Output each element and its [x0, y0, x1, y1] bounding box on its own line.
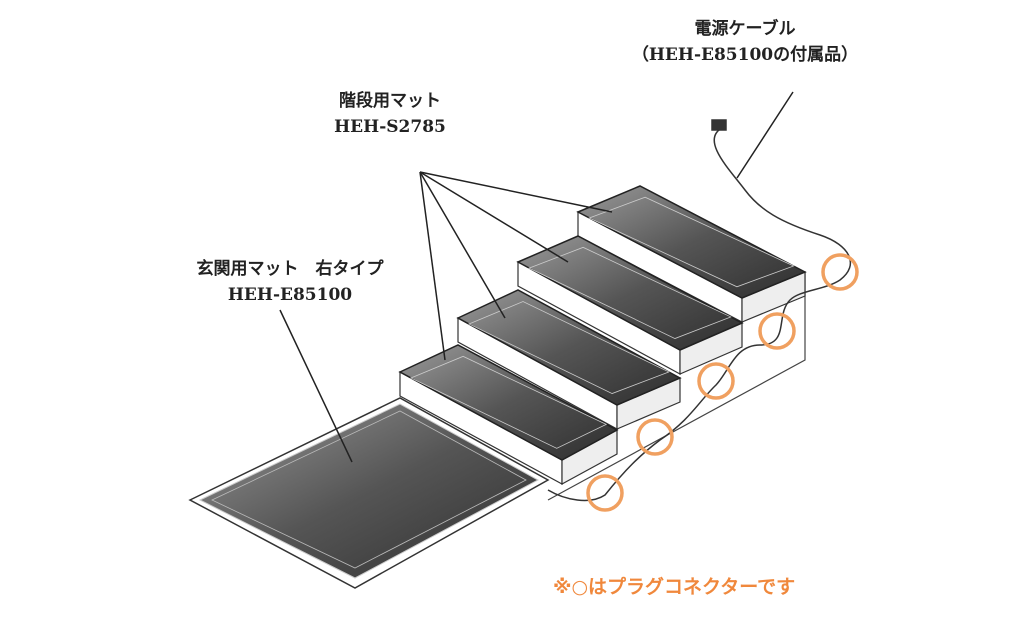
stair-mat [398, 344, 619, 461]
cable-label-title: 電源ケーブル [694, 19, 796, 39]
leader-lines [279, 91, 794, 463]
stair-step [576, 185, 807, 323]
staircase-outline [547, 272, 806, 501]
mat-inner-border [528, 246, 732, 339]
stair-step [398, 344, 619, 486]
stair-mat-model: HEH-S2785 [334, 117, 446, 137]
stair-mat [516, 235, 744, 351]
stair-step [516, 235, 744, 376]
entrance-mat-model: HEH-E85100 [227, 285, 353, 305]
cable-label: 電源ケーブル （HEH-E85100の付属品） [630, 16, 860, 68]
stair-mat-label: 階段用マット HEH-S2785 [310, 88, 470, 140]
plug-connector-ring [697, 362, 735, 400]
plug-connector-ring [586, 474, 624, 512]
plug-connector-ring [821, 253, 859, 291]
mat-inner-border [588, 196, 795, 288]
stair-mat [576, 185, 807, 299]
stair-mat-title: 階段用マット [339, 91, 441, 111]
entrance-mat-title: 玄関用マット 右タイプ [196, 259, 384, 279]
mat-inner-border [409, 355, 608, 449]
mat-inner-border [468, 301, 670, 394]
stair-mat [456, 289, 682, 406]
entrance-mat-label: 玄関用マット 右タイプ HEH-E85100 [165, 256, 415, 308]
plug-icon [711, 119, 727, 131]
cable-label-subtitle: （HEH-E85100の付属品） [631, 45, 859, 65]
connector-note: ※○はプラグコネクターです [553, 576, 796, 598]
stair-steps [398, 185, 807, 486]
entrance-mat [188, 397, 550, 589]
stair-step [456, 289, 682, 431]
plug-connectors [586, 253, 859, 512]
plug-connector-ring [758, 312, 796, 350]
plug-connector-ring [636, 418, 674, 456]
power-cable [547, 119, 852, 502]
